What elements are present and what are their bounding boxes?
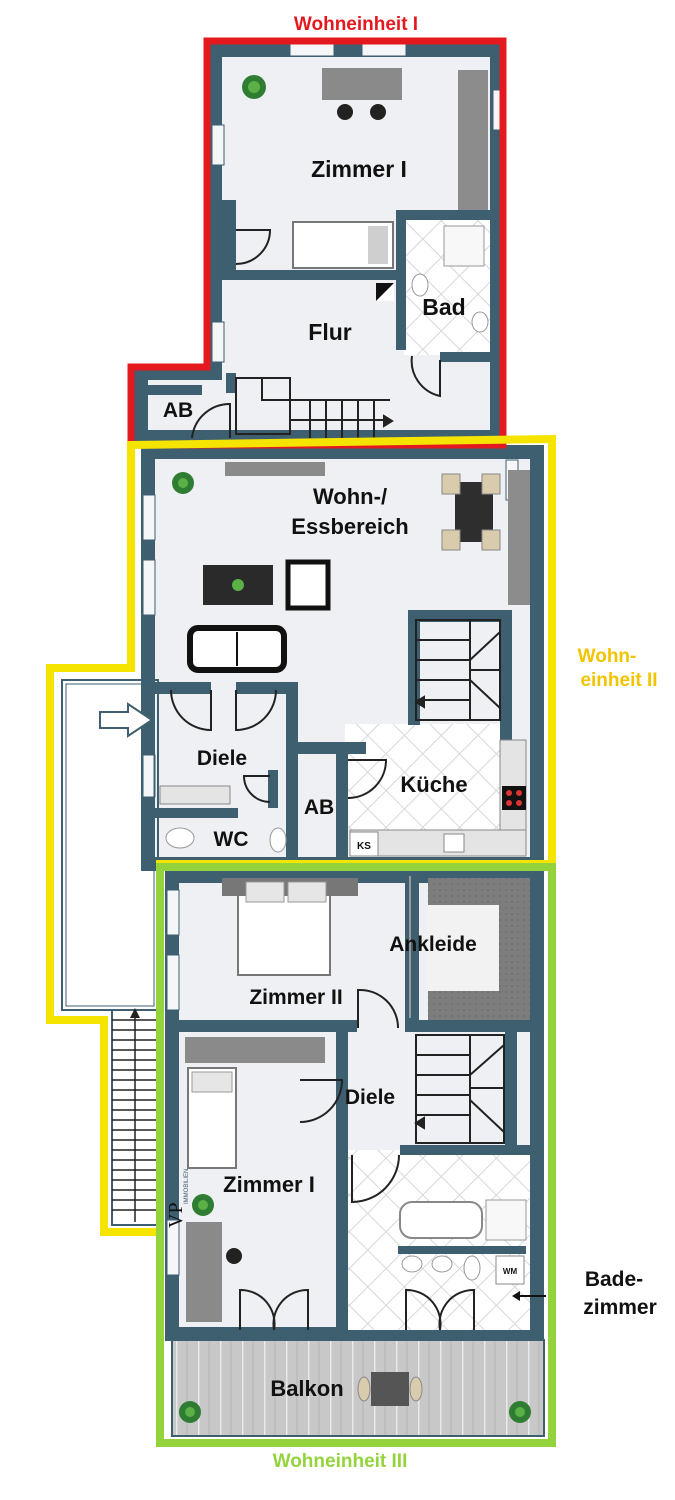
ks-box [349,831,379,857]
room-ab-top: AB [163,399,193,422]
stairs-top [235,377,394,438]
label-ks: KS [357,841,371,852]
watermark-logo: VP VON POLL IMMOBILIEN [165,1155,190,1228]
desk [322,68,402,100]
armchair [285,559,331,611]
coffee-table-plant [232,579,244,591]
desk-bottom [186,1222,222,1322]
shower-bottom [485,1199,527,1241]
room-kueche: Küche [400,772,467,797]
sink-1 [401,1255,423,1273]
kitchen-counter-right [499,739,527,831]
wardrobe-bottom [185,1037,325,1063]
wardrobe [458,70,488,210]
room-badezimmer-line2: zimmer [583,1296,657,1319]
unit-2 [99,445,544,871]
toilet [411,273,429,297]
sink-bad [471,311,489,333]
unit-2-label-line1: Wohn- [578,646,637,667]
watermark-name: VON POLL [170,1155,181,1204]
watermark-vp: VP [165,1202,187,1228]
chimney-icon-half [376,283,394,301]
label-wm: WM [503,1267,518,1276]
room-ab-mid: AB [304,796,334,819]
unit-1 [134,43,504,444]
unit-1-walls [148,200,497,395]
balkon-table [371,1372,409,1406]
kueche-tiles [345,724,500,830]
sink-2 [431,1255,453,1273]
unit-3 [165,869,545,1437]
balkon-chair-left [357,1376,371,1402]
room-balkon: Balkon [270,1376,343,1401]
bed-top-pillow [368,226,388,264]
room-wc: WC [214,828,249,851]
unit-1-windows [211,43,504,363]
room-zimmer-2: Zimmer II [249,986,342,1009]
wm-box [495,1255,525,1285]
dining-chairs [441,473,501,551]
wc-toilet [165,827,195,849]
unit-1-label: Wohneinheit I [294,14,418,35]
unit-3-label: Wohneinheit III [273,1451,408,1472]
shelf-right [508,470,530,605]
unit-2-doors [170,689,388,803]
unit-3-windows [166,889,180,1276]
wc-counter [159,785,231,805]
shower [443,225,485,267]
unit-2-outline [46,434,556,1236]
stairs-middle [414,619,501,721]
plant-icon [242,75,266,99]
room-zimmer-1-bottom: Zimmer I [223,1172,315,1197]
room-flur: Flur [308,319,351,345]
plant-icon [172,472,194,494]
stairs-bottom [414,1034,505,1144]
desk-chair-bottom [226,1248,242,1264]
plant-icon [192,1194,214,1216]
plant-icon [509,1401,531,1423]
bathtub [399,1201,483,1239]
room-wohn-line1: Wohn-/ [313,484,387,509]
kitchen-counter-bottom [349,829,527,857]
unit-3-doors [239,876,475,1331]
unit-2-label-line2: einheit II [580,670,657,691]
outer-stair-arrow [130,1008,140,1018]
room-wohn-line2: Essbereich [291,514,408,539]
room-ankleide: Ankleide [389,933,477,956]
bed-pillow-right [287,881,327,903]
unit-3-outline [156,863,556,1447]
bed-single-pillow [191,1071,233,1093]
balkon-chair-right [409,1376,423,1402]
entry-arrow-icon [99,702,154,738]
wc-sink [269,827,287,853]
bed-pillow-left [245,881,285,903]
outer-stair-treads [112,1010,158,1222]
desk-chair-right [370,104,386,120]
unit-1-doors [191,229,441,439]
vanity [398,1246,526,1254]
room-zimmer-1-top: Zimmer I [311,156,407,182]
outer-stairs [61,679,159,1226]
sideboard [225,462,325,476]
ankleide-rug [427,905,499,991]
room-bad: Bad [422,294,465,320]
room-badezimmer-line1: Bade- [585,1268,643,1291]
watermark-sub: IMMOBILIEN [184,1169,190,1204]
toilet-bottom [463,1255,481,1281]
unit-3-walls [172,876,537,1332]
plant-icon [179,1401,201,1423]
room-diele-mid: Diele [197,747,247,770]
room-diele-bottom: Diele [345,1086,395,1109]
stove-icon [502,786,526,810]
badezimmer-pointer [512,1291,546,1301]
kitchen-sink-icon [443,833,465,853]
desk-chair-left [337,104,353,120]
